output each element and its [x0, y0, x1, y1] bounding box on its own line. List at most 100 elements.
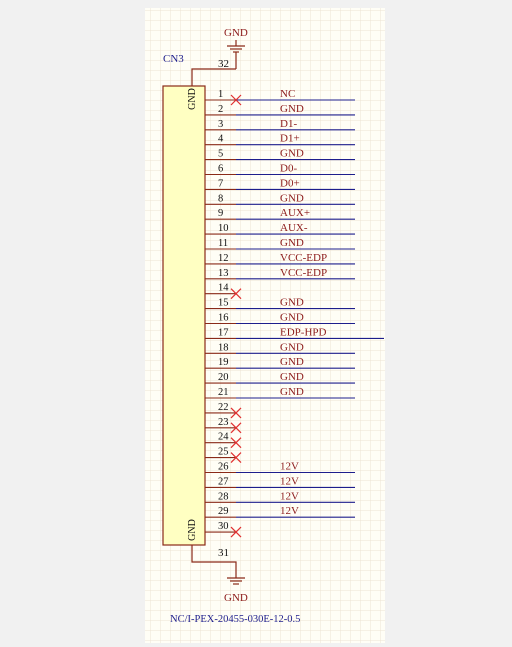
no-connect-icon	[230, 288, 242, 300]
pin-number-top: 32	[218, 58, 229, 70]
pin-number: 9	[218, 208, 223, 219]
net-label[interactable]: D1-	[280, 118, 297, 130]
pin-number: 7	[218, 178, 223, 189]
pin-number: 19	[218, 357, 229, 368]
net-label[interactable]: GND	[280, 148, 304, 160]
pin-7[interactable]: 7 D0+	[205, 177, 355, 190]
pin-18[interactable]: 18 GND	[205, 341, 355, 354]
pin-number: 28	[218, 491, 229, 502]
net-label[interactable]: GND	[280, 371, 304, 383]
net-label[interactable]: EDP-HPD	[280, 326, 327, 338]
ground-label-top: GND	[224, 27, 248, 39]
pin-9[interactable]: 9 AUX+	[205, 207, 355, 220]
pin-23[interactable]: 23	[205, 417, 242, 434]
net-label[interactable]: 12V	[280, 475, 299, 487]
pin-2[interactable]: 2 GND	[205, 103, 355, 116]
pin-22[interactable]: 22	[205, 402, 242, 419]
bottom-pin-line	[191, 545, 237, 578]
net-label[interactable]: 12V	[280, 505, 299, 517]
pin-number: 20	[218, 372, 229, 383]
pin-20[interactable]: 20 GND	[205, 371, 355, 384]
body-gnd-label-bottom: GND	[187, 519, 198, 541]
pin-8[interactable]: 8 GND	[205, 192, 355, 205]
part-number-label[interactable]: NC/I-PEX-20455-030E-12-0.5	[170, 614, 300, 625]
pin-25[interactable]: 25	[205, 447, 242, 464]
pin-number: 30	[218, 521, 229, 532]
no-connect-icon	[230, 94, 242, 106]
net-label[interactable]: D1+	[280, 133, 300, 145]
pin-number: 2	[218, 104, 223, 115]
top-ground-symbol[interactable]: GND	[224, 27, 248, 69]
pin-number: 26	[218, 462, 229, 473]
net-label[interactable]: 12V	[280, 461, 299, 473]
pin-number: 24	[218, 432, 229, 443]
pin-number: 16	[218, 313, 229, 324]
connector-body[interactable]	[162, 85, 206, 546]
pin-number-bottom: 31	[218, 547, 229, 559]
pin-27[interactable]: 27 12V	[205, 475, 355, 488]
net-label[interactable]: D0-	[280, 163, 297, 175]
pin-number: 27	[218, 476, 229, 487]
bottom-ground-symbol[interactable]: GND	[224, 577, 248, 604]
pin-number: 22	[218, 402, 229, 413]
pin-13[interactable]: 13 VCC-EDP	[205, 267, 355, 280]
pin-number: 18	[218, 342, 229, 353]
pin-number: 12	[218, 253, 229, 264]
pin-number: 15	[218, 298, 229, 309]
net-label[interactable]: AUX+	[280, 207, 310, 219]
pin-24[interactable]: 24	[205, 432, 242, 449]
pin-29[interactable]: 29 12V	[205, 505, 355, 518]
pin-number: 25	[218, 447, 229, 458]
net-label[interactable]: GND	[280, 192, 304, 204]
pin-number: 23	[218, 417, 229, 428]
pin-number: 11	[218, 238, 228, 249]
pin-11[interactable]: 11 GND	[205, 237, 355, 250]
ground-label-bottom: GND	[224, 592, 248, 604]
net-label[interactable]: GND	[280, 356, 304, 368]
net-label[interactable]: 12V	[280, 490, 299, 502]
net-label[interactable]: VCC-EDP	[280, 267, 327, 279]
pin-4[interactable]: 4 D1+	[205, 133, 355, 146]
no-connect-icon	[230, 422, 242, 434]
net-label[interactable]: GND	[280, 341, 304, 353]
pin-16[interactable]: 16 GND	[205, 312, 355, 325]
pin-number: 8	[218, 193, 223, 204]
no-connect-icon	[230, 437, 242, 449]
net-label[interactable]: AUX-	[280, 222, 308, 234]
net-label[interactable]: D0+	[280, 177, 300, 189]
pin-19[interactable]: 19 GND	[205, 356, 355, 369]
pin-1[interactable]: 1 NC	[205, 88, 355, 106]
pin-number: 13	[218, 268, 229, 279]
pin-28[interactable]: 28 12V	[205, 490, 355, 503]
pin-12[interactable]: 12 VCC-EDP	[205, 252, 355, 265]
pin-number: 4	[218, 134, 224, 145]
no-connect-icon	[230, 526, 242, 538]
pin-26[interactable]: 26 12V	[205, 461, 355, 474]
pin-14[interactable]: 14	[205, 283, 242, 300]
pin-number: 29	[218, 506, 229, 517]
no-connect-icon	[230, 452, 242, 464]
no-connect-icon	[230, 407, 242, 419]
body-gnd-label-top: GND	[187, 88, 198, 110]
net-label[interactable]: GND	[280, 312, 304, 324]
component-refdes[interactable]: CN3	[163, 53, 184, 65]
pin-17[interactable]: 17 EDP-HPD	[205, 326, 384, 339]
pin-15[interactable]: 15 GND	[205, 297, 355, 310]
net-label[interactable]: NC	[280, 88, 295, 100]
net-label[interactable]: VCC-EDP	[280, 252, 327, 264]
net-label[interactable]: GND	[280, 237, 304, 249]
pin-number: 1	[218, 89, 223, 100]
net-label[interactable]: GND	[280, 103, 304, 115]
pin-30[interactable]: 30	[205, 521, 242, 538]
pin-number: 17	[218, 327, 229, 338]
net-label[interactable]: GND	[280, 386, 304, 398]
net-label[interactable]: GND	[280, 297, 304, 309]
